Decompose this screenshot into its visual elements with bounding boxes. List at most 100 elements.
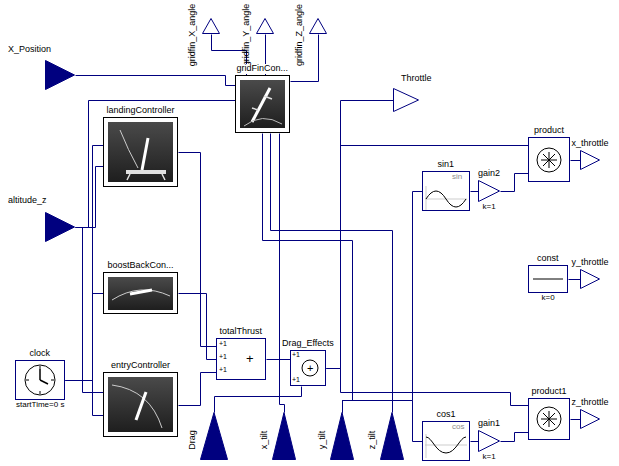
node-shape	[46, 213, 75, 242]
clock-ticks	[26, 366, 54, 394]
signal-wire	[571, 160, 581, 161]
node-shape	[203, 19, 220, 34]
component-name: const	[536, 254, 560, 264]
signal-wire	[179, 294, 217, 360]
landing-pad-figure	[126, 170, 166, 174]
signal-wire	[501, 174, 529, 192]
parameter-text: k=1	[483, 203, 496, 212]
component-name: product1	[531, 387, 568, 397]
port-name: y_tilt	[318, 431, 328, 450]
block-text: X_Position	[8, 45, 51, 55]
node-shape	[104, 118, 178, 187]
port-name: gridfin_Y_angle	[242, 4, 252, 67]
component-name: gain1	[477, 419, 501, 429]
sine-symbol	[426, 191, 466, 207]
rocket-figure	[130, 290, 152, 294]
node-outline	[528, 265, 568, 293]
node-outline	[256, 18, 274, 34]
input-connector: z_tilt	[380, 412, 404, 460]
node-shape	[529, 266, 568, 293]
node-shape	[273, 413, 296, 460]
node-shape	[479, 181, 500, 202]
product-symbol	[537, 407, 561, 431]
component-name: boostBackCon...	[107, 261, 175, 271]
node-shape	[381, 413, 404, 460]
input-connector: altitude_z	[45, 212, 75, 242]
parameter-text: k=1	[483, 453, 496, 462]
trajectory-figure	[120, 130, 138, 168]
node-outline	[422, 171, 470, 211]
block-text: +1	[292, 376, 300, 384]
node-outline	[272, 412, 296, 460]
sum-block: totalThrust+1+1+1+	[216, 338, 266, 380]
signal-wire	[179, 373, 217, 406]
clock-face	[25, 365, 55, 395]
output-connector: x_throttle	[580, 150, 600, 170]
parameter-text: startTime=0 s	[16, 401, 64, 410]
block-symbol-text: +	[307, 362, 313, 374]
clock-hands	[40, 369, 48, 384]
output-connector: z_throttle	[580, 409, 600, 429]
node-outline	[235, 75, 290, 133]
node-shape	[394, 89, 419, 112]
block-text: +1	[219, 366, 227, 374]
product-symbol	[541, 152, 557, 168]
node-shape	[331, 413, 354, 460]
rocket-figure	[142, 138, 148, 170]
output-connector: y_throttle	[580, 269, 600, 289]
node-shape	[257, 19, 274, 34]
trajectory-figure	[244, 118, 282, 126]
parameter-text: k=0	[542, 294, 555, 303]
block-text: altitude_z	[8, 196, 47, 206]
signal-wire	[215, 387, 302, 413]
node-outline	[528, 137, 570, 182]
signal-wire	[571, 419, 581, 420]
signal-wire	[271, 134, 393, 413]
signal-wire	[280, 134, 285, 413]
component-name: product	[533, 126, 565, 136]
controller-block: gridFinCon...	[235, 75, 290, 133]
signal-wire	[501, 433, 529, 442]
rocket-figure	[136, 392, 146, 420]
sum-block: Drag_Effects+1+1+	[290, 350, 326, 386]
block-text: sin	[452, 173, 462, 182]
node-outline	[200, 412, 228, 460]
node-shape	[201, 413, 228, 460]
node-outline	[103, 372, 178, 437]
signal-wire	[76, 76, 236, 86]
math-block: cos1cos	[422, 421, 470, 461]
node-outline	[478, 430, 500, 452]
node-outline	[580, 269, 600, 289]
node-outline	[478, 180, 500, 202]
port-name: x_tilt	[260, 431, 270, 450]
signal-wire	[66, 294, 104, 381]
cosine-symbol	[426, 437, 466, 453]
node-shape	[529, 138, 570, 182]
node-outline	[45, 212, 75, 242]
block-text: cos	[452, 423, 464, 432]
signal-wire	[343, 192, 423, 413]
constant-block: constk=0	[528, 265, 568, 293]
constant-symbol	[533, 279, 563, 280]
node-shape	[236, 76, 290, 133]
output-connector: gridfin_Y_angle	[256, 18, 274, 34]
component-name: gridFinCon...	[236, 64, 290, 74]
signal-wire	[327, 101, 394, 369]
axis-symbol	[425, 186, 467, 210]
component-name: z_throttle	[571, 398, 610, 408]
block-text: Throttle	[401, 74, 432, 84]
signal-wire	[569, 279, 581, 280]
controller-picture	[108, 277, 173, 310]
input-connector: x_tilt	[272, 412, 296, 460]
controller-picture	[240, 80, 285, 128]
node-shape	[529, 399, 570, 440]
component-name: Drag_Effects	[281, 339, 335, 349]
node-shape	[217, 339, 266, 380]
signal-wire	[66, 381, 104, 416]
trajectory-figure	[112, 290, 170, 300]
output-connector: Throttle	[393, 88, 419, 112]
port-name: z_tilt	[368, 431, 378, 450]
block-symbol-text: +	[246, 352, 254, 366]
signal-wire	[76, 228, 104, 393]
